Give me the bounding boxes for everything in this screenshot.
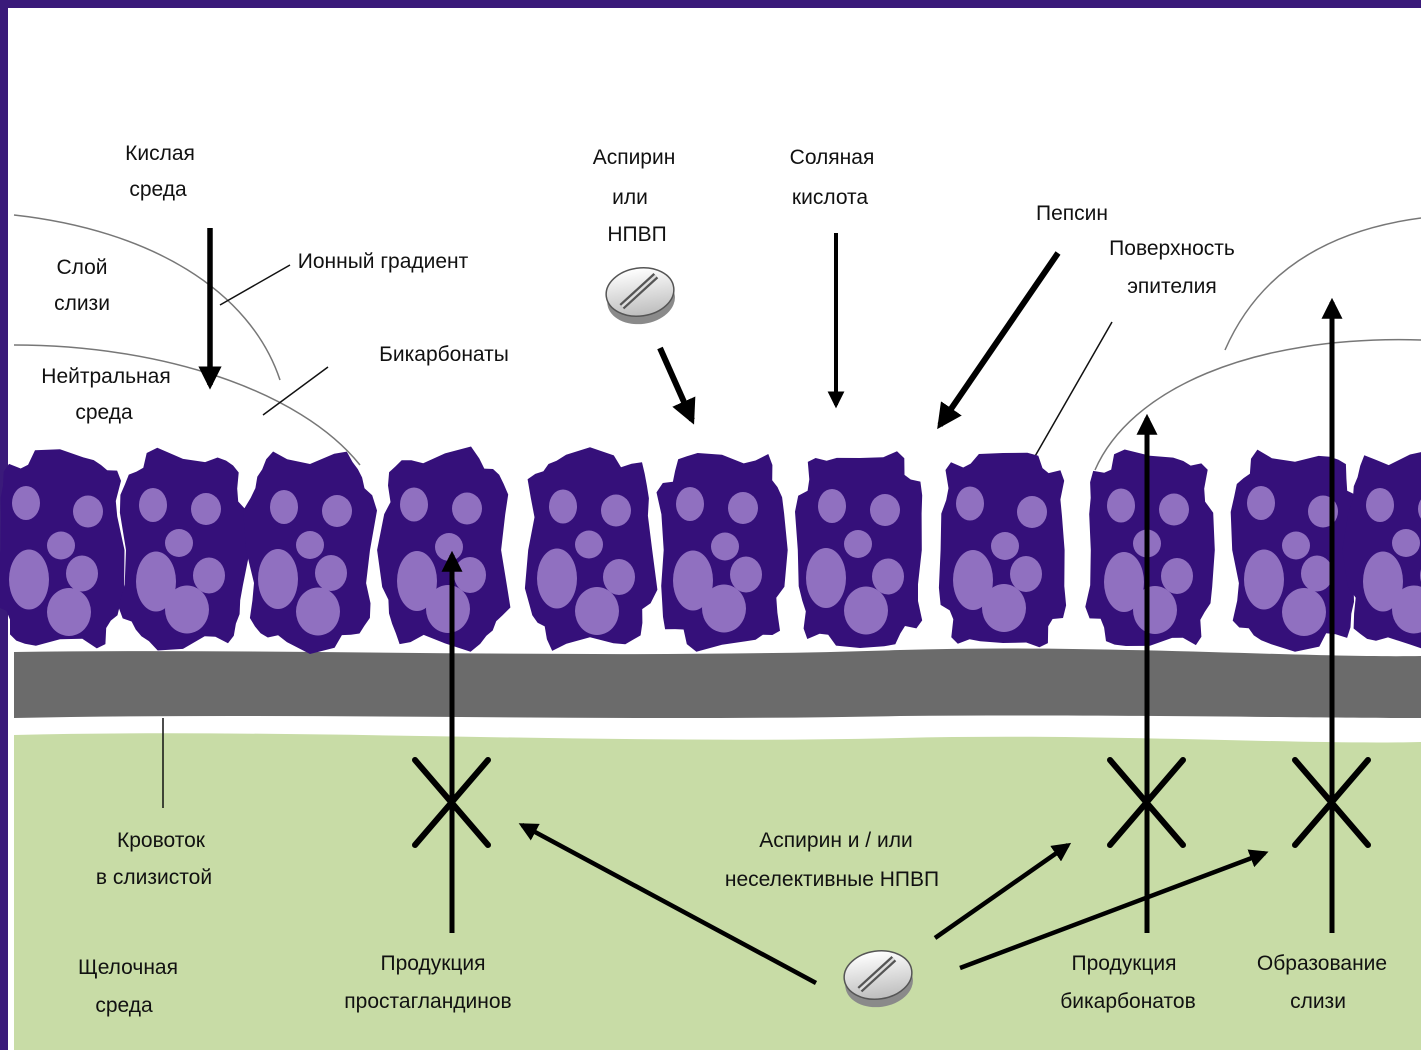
label-neutral-env-1: Нейтральная [41,365,170,388]
cell-nucleus [1010,556,1042,592]
label-hcl-1: Соляная [790,146,875,169]
cell-nucleus [1017,496,1047,528]
cell-nucleus [66,556,98,592]
cell-nucleus [676,487,704,521]
epithelial-cells [0,447,1421,655]
cell-nucleus [73,496,103,528]
cell-nucleus [1133,586,1177,634]
label-acid-env-2: среда [129,178,187,201]
ion-gradient-pointer [220,265,290,305]
label-bicarbonates: Бикарбонаты [379,343,509,366]
label-mucus-formation-2: слизи [1290,990,1346,1013]
cell-nucleus [435,533,463,561]
label-pepsin: Пепсин [1036,202,1108,225]
label-bloodflow-1: Кровоток [117,829,206,852]
cell-nucleus [296,531,324,559]
cell-nucleus [1392,529,1420,557]
cell-nucleus [1247,486,1275,520]
cell-nucleus [454,557,486,593]
cell-nucleus [1366,488,1394,522]
cell-nucleus [296,588,340,636]
label-hcl-2: кислота [792,186,869,209]
label-bicarbonate-prod-2: бикарбонатов [1060,990,1196,1013]
label-epithelium-2: эпителия [1127,275,1217,298]
cell-nucleus [730,557,762,593]
label-mucus-formation-1: Образование [1257,952,1387,975]
cell-nucleus [1161,558,1193,594]
basement-membrane [14,648,1421,718]
cell-nucleus [9,550,49,610]
label-mucus-layer-2: слизи [54,292,110,315]
label-aspirin-nonselective-1: Аспирин и / или [759,829,912,852]
cell-nucleus [1107,489,1135,523]
cell-nucleus [47,588,91,636]
cell-nucleus [47,532,75,560]
cell-nucleus [165,529,193,557]
cell-nucleus [193,558,225,594]
label-mucus-layer-1: Слой [56,256,107,279]
cell-nucleus [702,585,746,633]
submucosa-area [14,733,1421,1050]
cell-nucleus [1282,532,1310,560]
cell-nucleus [191,493,221,525]
label-acid-env-1: Кислая [125,142,195,165]
bicarbonates-pointer [263,367,328,415]
cell-nucleus [537,549,577,609]
aspirin-top-arrow [660,348,692,420]
label-alkaline-env-1: Щелочная [78,956,178,979]
cell-nucleus [139,488,167,522]
cell-nucleus [426,585,470,633]
cell-nucleus [1159,494,1189,526]
label-prostaglandin-1: Продукция [380,952,485,975]
cell-nucleus [601,495,631,527]
label-aspirin-1: Аспирин [593,146,676,169]
cell-nucleus [452,493,482,525]
label-epithelium-1: Поверхность [1109,237,1235,260]
cell-nucleus [711,533,739,561]
cell-nucleus [1244,550,1284,610]
cell-nucleus [1282,588,1326,636]
cell-nucleus [400,488,428,522]
cell-nucleus [806,548,846,608]
pepsin-arrow [940,253,1058,425]
cell-nucleus [844,587,888,635]
cell-nucleus [818,489,846,523]
epithelium-pointer [1030,322,1112,465]
cell-nucleus [870,494,900,526]
cell-nucleus [956,487,984,521]
cell-nucleus [258,549,298,609]
cell-nucleus [12,486,40,520]
label-aspirin-3: НПВП [607,223,666,246]
cell-nucleus [322,495,352,527]
cell-nucleus [165,586,209,634]
cell-nucleus [991,532,1019,560]
cell-nucleus [603,559,635,595]
label-neutral-env-2: среда [75,401,133,424]
cell-nucleus [549,490,577,524]
cell-nucleus [844,530,872,558]
cell-nucleus [872,559,904,595]
cell-nucleus [270,490,298,524]
label-alkaline-env-2: среда [95,994,153,1017]
label-aspirin-nonselective-2: неселективные НПВП [725,868,939,891]
label-bicarbonate-prod-1: Продукция [1071,952,1176,975]
label-bloodflow-2: в слизистой [96,866,212,889]
cell-nucleus [982,584,1026,632]
cell-nucleus [1301,556,1333,592]
label-aspirin-2: или [612,186,648,209]
pill-icon-top [603,264,678,329]
cell-nucleus [575,587,619,635]
cell-nucleus [575,531,603,559]
label-prostaglandin-2: простагландинов [344,990,511,1013]
cell-nucleus [315,555,347,591]
label-ion-gradient: Ионный градиент [298,250,469,273]
cell-nucleus [728,492,758,524]
